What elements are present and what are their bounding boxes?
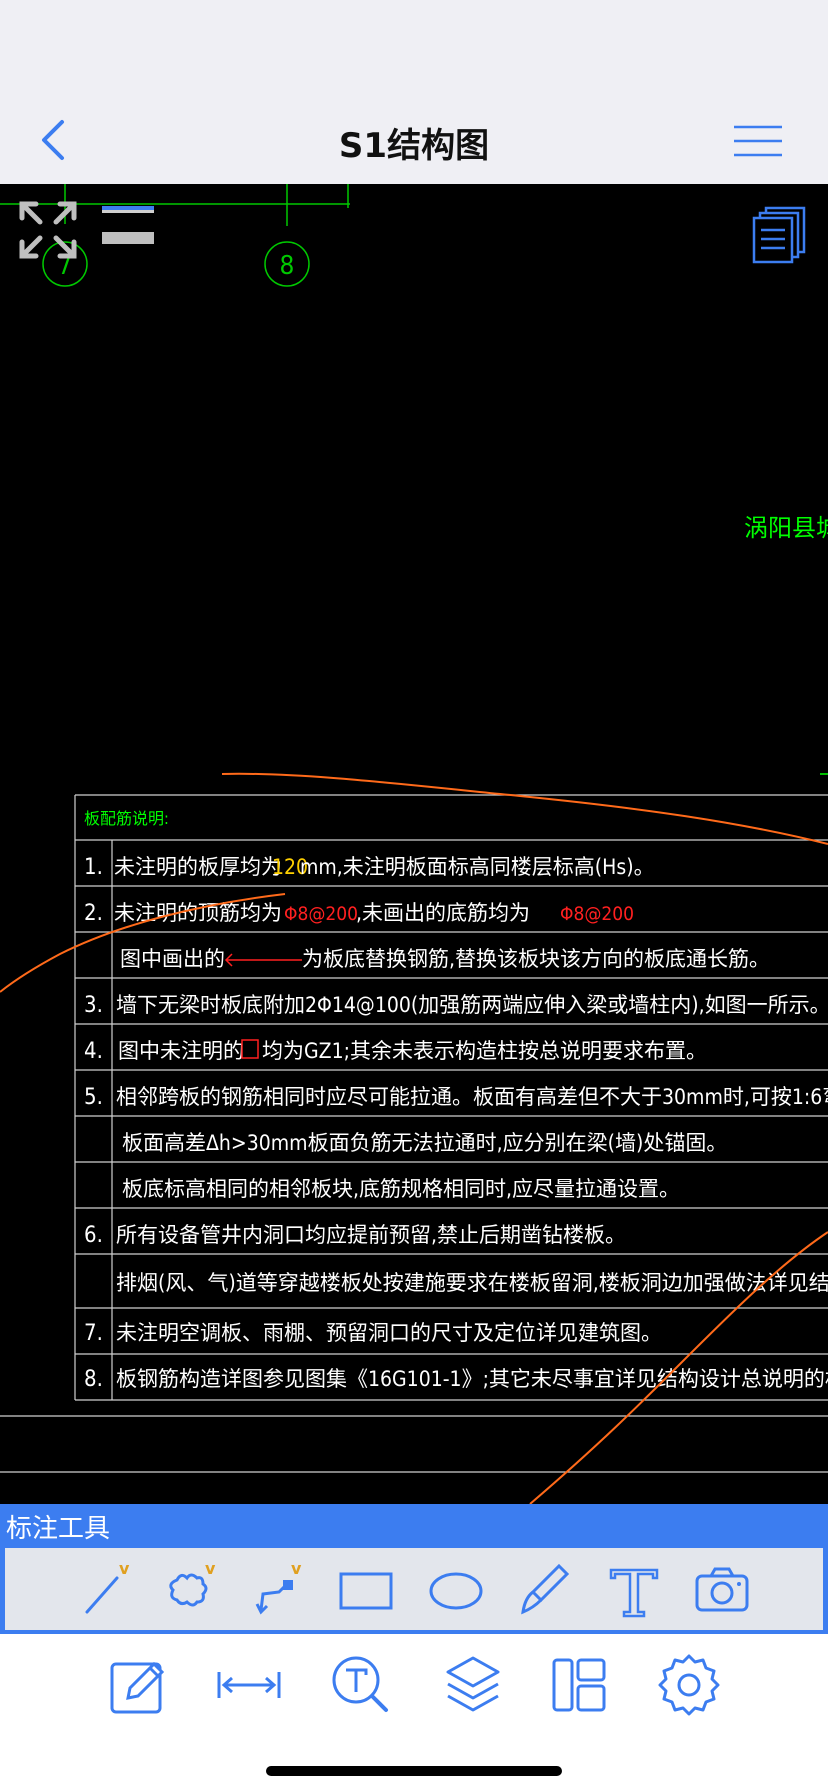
annotation-toolbar-header: 标注工具 [0, 1504, 828, 1548]
rectangle-tool-icon [339, 1572, 393, 1610]
chevron-left-icon [42, 120, 64, 160]
row-text-2: mm,未注明板面标高同楼层标高(Hs)。 [300, 855, 655, 879]
settings-button[interactable] [656, 1652, 722, 1718]
rectangle-tool-button[interactable] [335, 1558, 397, 1620]
cloud-tool-icon: v [169, 1559, 216, 1607]
notes-table [0, 794, 828, 1473]
axis-bubble-7 [42, 241, 88, 287]
annotation-toolbar-panel: v v v [5, 1548, 823, 1630]
ellipse-tool-button[interactable] [425, 1558, 487, 1620]
layout-icon [552, 1658, 606, 1712]
bottom-toolbar [0, 1634, 828, 1792]
row-number: 6. [84, 1223, 103, 1248]
line-tool-icon: v [85, 1559, 130, 1614]
row-text: 未注明的板厚均为 [114, 855, 282, 879]
status-bar [0, 0, 828, 96]
line-tool-button[interactable]: v [75, 1558, 137, 1620]
row-text: 墙下无梁时板底附加2Φ14@100(加强筋两端应伸入梁或墙柱内),如图一所示。 [116, 993, 828, 1017]
axis-label-8: 8 [280, 251, 295, 281]
annotation-toolbar-title: 标注工具 [6, 1514, 111, 1544]
layers-list-button[interactable] [750, 206, 808, 266]
camera-tool-icon [695, 1567, 749, 1612]
markup-curve [221, 772, 828, 845]
annotation-toolbar: v v v [0, 1548, 828, 1634]
fullscreen-icon [19, 201, 77, 259]
column-symbol [241, 1039, 259, 1059]
ellipse-tool-icon [429, 1572, 483, 1610]
pen-tool-button[interactable] [515, 1558, 577, 1620]
svg-text:v: v [205, 1559, 216, 1578]
layers-list-icon [752, 206, 806, 264]
arrow-tool-button[interactable]: v [247, 1558, 309, 1620]
row-value: Φ8@200 [284, 903, 358, 925]
row-number: 2. [84, 901, 103, 926]
row-text: 板面高差Δh>30mm板面负筋无法拉通时,应分别在梁(墙)处锚固。 [122, 1131, 727, 1155]
row-text: 板底标高相同的相邻板块,底筋规格相同时,应尽量拉通设置。 [122, 1177, 680, 1201]
row-number: 7. [84, 1321, 103, 1346]
row-text: 相邻跨板的钢筋相同时应尽可能拉通。板面有高差但不大于30mm时,可按1:6弯折; [116, 1085, 828, 1109]
hamburger-menu-icon [734, 125, 782, 157]
row-text: 板钢筋构造详图参见图集《16G101-1》;其它未尽事宜详见结构设计总说明的相关… [116, 1367, 828, 1391]
row-text-2: 为板底替换钢筋,替换该板块该方向的板底通长筋。 [302, 947, 770, 971]
side-project-text: 涡阳县城东 [744, 514, 828, 542]
measure-icon [217, 1672, 281, 1698]
layout-bars-icon [102, 206, 154, 244]
row-number: 4. [84, 1039, 103, 1064]
table-title: 板配筋说明: [84, 809, 169, 828]
search-text-button[interactable] [328, 1652, 394, 1718]
cloud-tool-button[interactable]: v [161, 1558, 223, 1620]
markup-curve [529, 1231, 828, 1504]
text-tool-icon [609, 1568, 659, 1618]
row-value: 120 [272, 855, 308, 879]
row-number: 3. [84, 993, 103, 1018]
svg-text:v: v [291, 1559, 302, 1578]
layout-button[interactable] [546, 1652, 612, 1718]
camera-tool-button[interactable] [691, 1558, 753, 1620]
row-value-2: Φ8@200 [560, 903, 634, 925]
page-title: S1结构图 [338, 126, 490, 166]
layers-icon [446, 1656, 500, 1712]
row-text: 排烟(风、气)道等穿越楼板处按建施要求在楼板留洞,楼板洞边加强做法详见结构设计总… [116, 1271, 828, 1295]
menu-button[interactable] [734, 124, 782, 158]
row-number: 5. [84, 1085, 103, 1110]
pen-tool-icon [521, 1563, 570, 1615]
row-text: 未注明的顶筋均为 [114, 901, 282, 925]
row-text: 未注明空调板、雨棚、预留洞口的尺寸及定位详见建筑图。 [116, 1321, 662, 1345]
row-text-2: 均为GZ1;其余未表示构造柱按总说明要求布置。 [262, 1039, 707, 1063]
row-text: 所有设备管井内洞口均应提前预留,禁止后期凿钻楼板。 [116, 1223, 626, 1247]
back-button[interactable] [36, 116, 76, 164]
drawing-canvas[interactable]: 7 8 涡阳县城东 板配筋说明: 1. [0, 184, 828, 1504]
fullscreen-button[interactable] [16, 198, 80, 262]
layout-bars-button[interactable] [100, 204, 156, 248]
nav-bar: S1结构图 [0, 96, 828, 184]
settings-icon [658, 1654, 720, 1716]
layers-button[interactable] [440, 1652, 506, 1718]
arrow-tool-icon: v [255, 1559, 302, 1615]
svg-text:v: v [119, 1559, 130, 1578]
markup-curve [0, 893, 286, 993]
row-text: 图中画出的 [120, 947, 225, 971]
measure-button[interactable] [216, 1652, 282, 1718]
home-indicator [266, 1766, 562, 1776]
row-text: 图中未注明的 [118, 1039, 244, 1063]
text-tool-button[interactable] [603, 1558, 665, 1620]
axis-bubble-8 [264, 241, 310, 287]
edit-button[interactable] [106, 1652, 172, 1718]
row-number: 1. [84, 855, 103, 880]
row-number: 8. [84, 1367, 103, 1392]
search-text-icon [332, 1656, 388, 1712]
row-text-2: ,未画出的底筋均为 [356, 901, 530, 925]
cad-drawing: 7 8 涡阳县城东 板配筋说明: 1. [0, 184, 828, 1504]
edit-icon [110, 1661, 165, 1714]
